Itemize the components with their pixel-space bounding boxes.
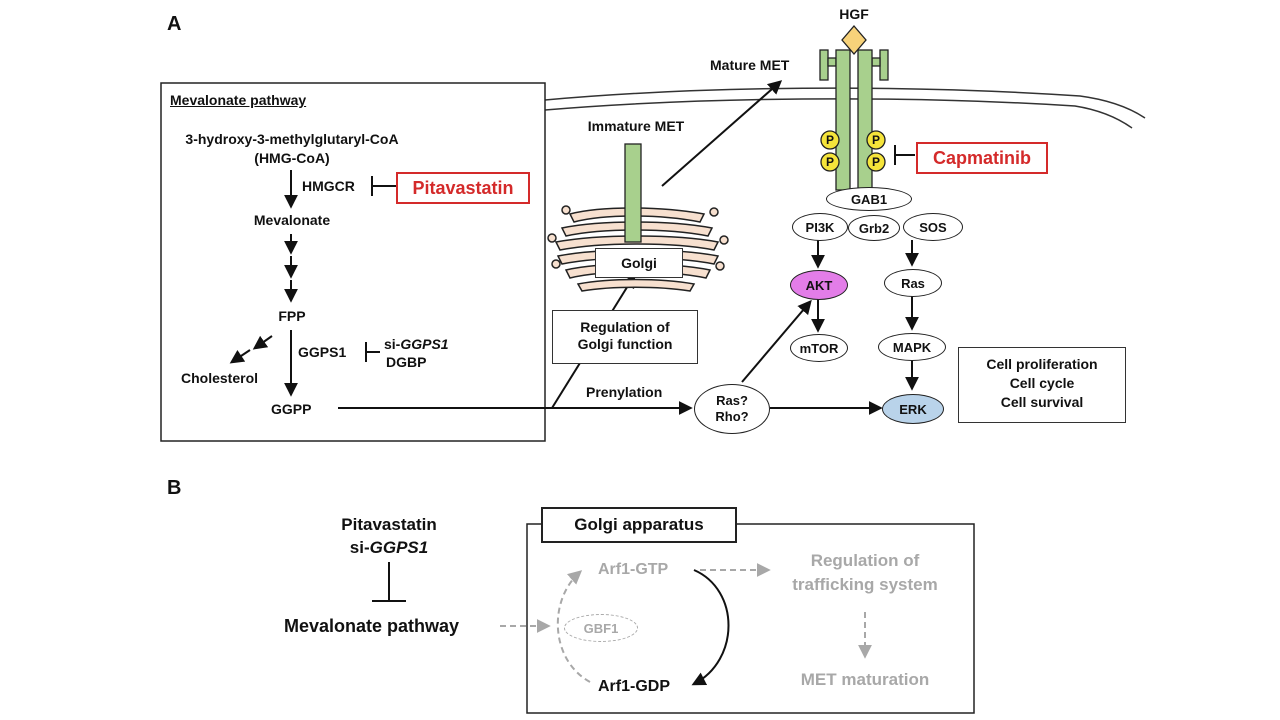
grb2-node: Grb2 xyxy=(848,215,900,241)
mevalonate-pathway-box xyxy=(160,82,546,442)
hmgcoa-abbrev: (HMG-CoA) xyxy=(254,150,330,166)
sos-node: SOS xyxy=(903,213,963,241)
erk-node: ERK xyxy=(882,394,944,424)
mapk-node: MAPK xyxy=(878,333,946,361)
outcome-cell-proliferation: Cell proliferation xyxy=(986,356,1098,372)
hmgcr-label: HMGCR xyxy=(302,178,355,194)
immature-met-receptor xyxy=(624,143,642,243)
phospho-label: P xyxy=(825,133,835,147)
mevalonate-pathway-b-label: Mevalonate pathway xyxy=(284,616,460,636)
mature-met-label: Mature MET xyxy=(710,57,790,73)
golgi-apparatus-box xyxy=(526,523,975,714)
mtor-node: mTOR xyxy=(790,334,848,362)
ras-node: Ras xyxy=(884,269,942,297)
golgi-label: Golgi xyxy=(595,248,683,278)
ras-question-label: Ras? xyxy=(716,393,748,408)
pitavastatin-b-label: Pitavastatin xyxy=(341,515,437,534)
met-receptor xyxy=(819,49,889,191)
hmgcoa-label: 3-hydroxy-3-methylglutaryl-CoA xyxy=(185,131,399,147)
immature-met-label: Immature MET xyxy=(587,118,685,134)
phospho-label: P xyxy=(871,133,881,147)
phospho-label: P xyxy=(825,155,835,169)
cholesterol-label: Cholesterol xyxy=(181,370,259,386)
regulation-trafficking-line2: trafficking system xyxy=(792,575,938,594)
prenylation-label: Prenylation xyxy=(586,384,663,400)
ggps1-label: GGPS1 xyxy=(298,344,347,360)
phospho-label: P xyxy=(871,155,881,169)
met-maturation-label: MET maturation xyxy=(800,670,930,689)
akt-node: AKT xyxy=(790,270,848,300)
regulation-golgi-box: Regulation of Golgi function xyxy=(552,310,698,364)
hgf-label: HGF xyxy=(839,6,869,22)
arf1-gtp-label: Arf1-GTP xyxy=(598,561,669,578)
mevalonate-pathway-title: Mevalonate pathway xyxy=(170,92,307,108)
ggpp-label: GGPP xyxy=(271,401,312,417)
hgf-ligand xyxy=(841,25,867,55)
golgi-apparatus-title: Golgi apparatus xyxy=(541,507,737,543)
pi3k-node: PI3K xyxy=(792,213,848,241)
regulation-golgi-line1: Regulation of xyxy=(580,319,670,335)
outcome-cell-cycle: Cell cycle xyxy=(1009,375,1075,391)
fpp-label: FPP xyxy=(278,308,306,324)
capmatinib-label: Capmatinib xyxy=(916,142,1048,174)
si-ggps1-label: si-GGPS1 xyxy=(384,336,449,352)
regulation-golgi-line2: Golgi function xyxy=(577,336,673,352)
rho-question-label: Rho? xyxy=(715,409,749,424)
regulation-trafficking-line1: Regulation of xyxy=(810,551,920,570)
mevalonate-label: Mevalonate xyxy=(253,212,331,228)
outcomes-box: Cell proliferation Cell cycle Cell survi… xyxy=(958,347,1126,423)
pitavastatin-label: Pitavastatin xyxy=(396,172,530,204)
panel-b-label: B xyxy=(167,477,182,499)
si-ggps1-b-label: si-GGPS1 xyxy=(349,538,429,557)
ras-rho-node: Ras? Rho? xyxy=(694,384,770,434)
gab1-node: GAB1 xyxy=(826,187,912,211)
cell-membrane-inner xyxy=(544,98,1133,129)
dgbp-label: DGBP xyxy=(386,354,427,370)
panel-a-label: A xyxy=(167,13,182,35)
phospho-sites xyxy=(820,130,886,172)
cell-membrane-outer xyxy=(544,87,1146,119)
gbf1-node: GBF1 xyxy=(564,614,638,642)
outcome-cell-survival: Cell survival xyxy=(1000,394,1084,410)
arf1-gdp-label: Arf1-GDP xyxy=(598,678,671,695)
